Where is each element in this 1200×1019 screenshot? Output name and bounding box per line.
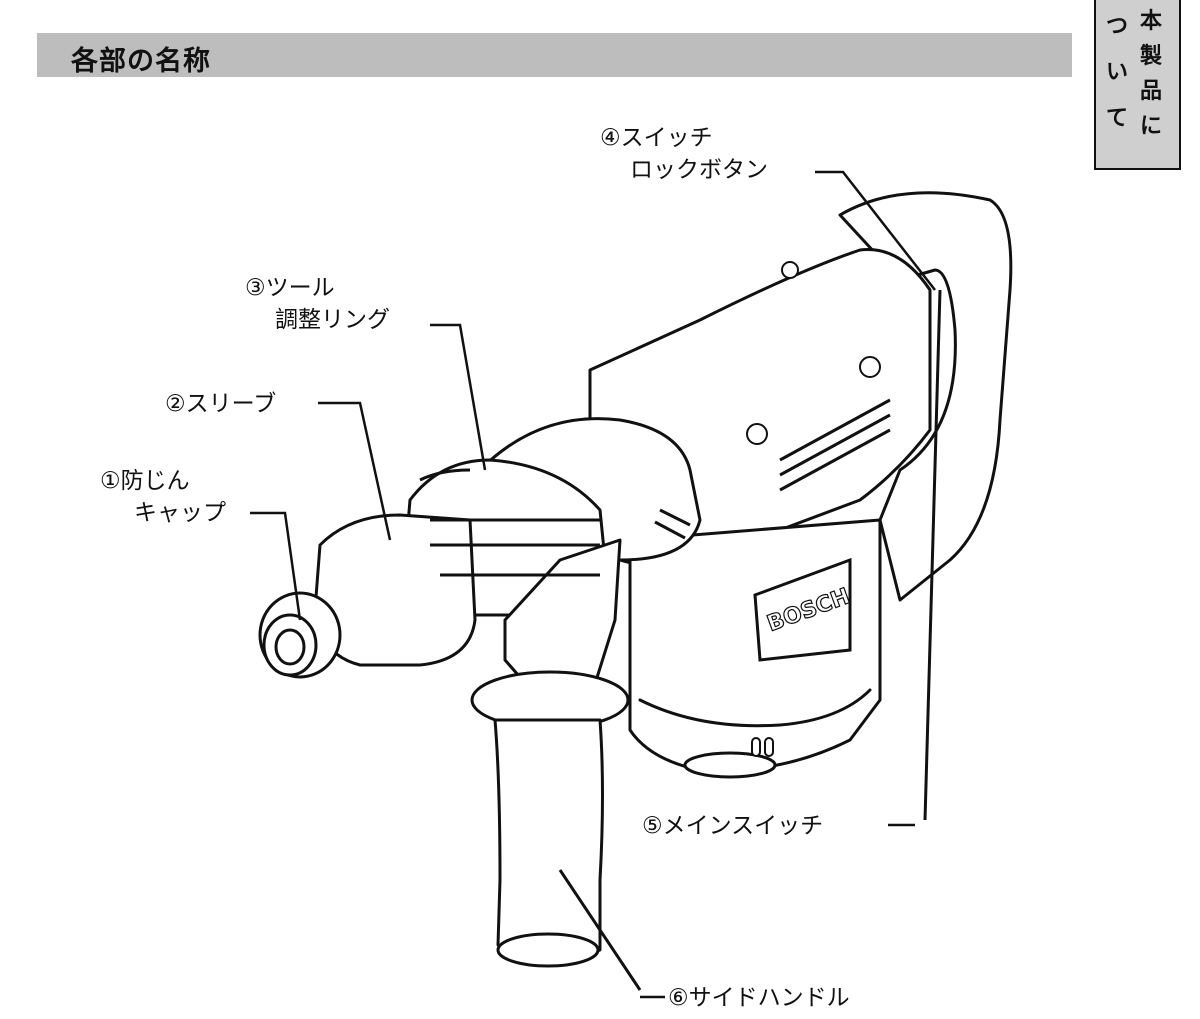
chapter-side-tab: つ い て 本 製 品 に xyxy=(1094,0,1181,170)
part-label-line: ⑤メインスイッチ xyxy=(642,813,824,839)
screw-icon xyxy=(746,423,768,445)
leader-line-2 xyxy=(318,401,392,541)
side-tab-char: 製 xyxy=(1139,44,1162,69)
page-title: 各部の名称 xyxy=(71,46,211,77)
part-label-line: 調整リング xyxy=(275,307,390,333)
part-label-line: ロックボタン xyxy=(630,157,768,183)
side-tab-char: て xyxy=(1105,106,1128,131)
part-label-line: ③ツール xyxy=(245,275,335,301)
side-tab-char: に xyxy=(1139,114,1162,139)
vent-dot-icon xyxy=(751,737,761,757)
part-label-4: ④スイッチ ロックボタン xyxy=(600,122,768,186)
side-handle-clamp xyxy=(503,538,622,702)
part-label-3: ③ツール 調整リング xyxy=(245,272,390,336)
side-handle-grip-line xyxy=(558,869,642,991)
side-tab-char: い xyxy=(1105,60,1128,85)
screw-icon xyxy=(859,356,881,378)
side-tab-char: 品 xyxy=(1139,79,1162,104)
ring-grooves xyxy=(419,468,600,577)
side-handle-end xyxy=(496,932,600,968)
part-label-5: ⑤メインスイッチ xyxy=(642,810,823,842)
side-tab-char: 本 xyxy=(1139,9,1162,34)
part-label-line: ①防じん xyxy=(100,468,190,494)
motor-end-cap xyxy=(683,751,777,779)
leader-line-4 xyxy=(815,170,936,291)
part-label-1: ①防じん キャップ xyxy=(100,465,226,529)
part-label-line: ④スイッチ xyxy=(600,125,713,151)
motor-base xyxy=(638,688,872,728)
side-tab-col-left: つ い て xyxy=(1102,4,1132,142)
side-handle-grip xyxy=(493,718,604,963)
side-tab-char: つ xyxy=(1105,14,1128,39)
part-label-2: ②スリーブ xyxy=(165,388,276,420)
leader-line-main-switch-stem xyxy=(923,289,942,821)
leader-line-3 xyxy=(430,323,487,471)
leader-line-1 xyxy=(250,511,302,621)
side-tab-col-right: 本 製 品 に xyxy=(1136,4,1166,144)
vent-dot-icon xyxy=(764,737,774,757)
part-label-6: ⑥サイドハンドル xyxy=(668,982,850,1014)
brand-badge: BOSCH xyxy=(753,557,854,662)
vent-slots-front xyxy=(654,508,691,540)
section-title-bar: 各部の名称 xyxy=(37,33,1072,77)
part-label-line: ⑥サイドハンドル xyxy=(668,985,850,1011)
part-label-line: キャップ xyxy=(134,500,226,526)
vent-lines xyxy=(779,398,891,492)
dust-cap-hole xyxy=(274,628,306,666)
part-label-line: ②スリーブ xyxy=(165,391,277,417)
rear-handle xyxy=(838,191,1013,602)
screw-icon xyxy=(781,261,799,279)
